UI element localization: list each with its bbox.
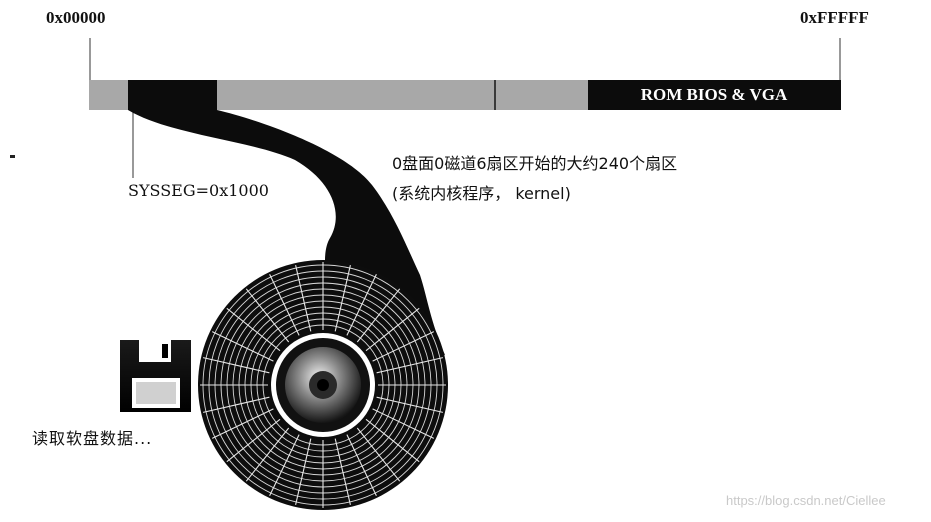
kernel-source-note: (系统内核程序， kernel) [392, 184, 571, 203]
floppy-disk-icon [120, 340, 191, 412]
start-address-label: 0x00000 [46, 8, 106, 27]
reading-floppy-label: 读取软盘数据... [32, 429, 153, 448]
watermark-text: https://blog.csdn.net/Ciellee [726, 493, 886, 508]
disk-platter-icon [198, 260, 448, 510]
rom-bios-vga-region [588, 80, 841, 110]
sysseg-label: SYSSEG=0x1000 [128, 181, 269, 200]
kernel-source-description: 0盘面0磁道6扇区开始的大约240个扇区 [392, 154, 678, 173]
kernel-memory-region [128, 80, 217, 110]
stray-mark [10, 155, 15, 158]
rom-bios-vga-label: ROM BIOS & VGA [640, 85, 788, 104]
end-address-label: 0xFFFFF [800, 8, 869, 27]
